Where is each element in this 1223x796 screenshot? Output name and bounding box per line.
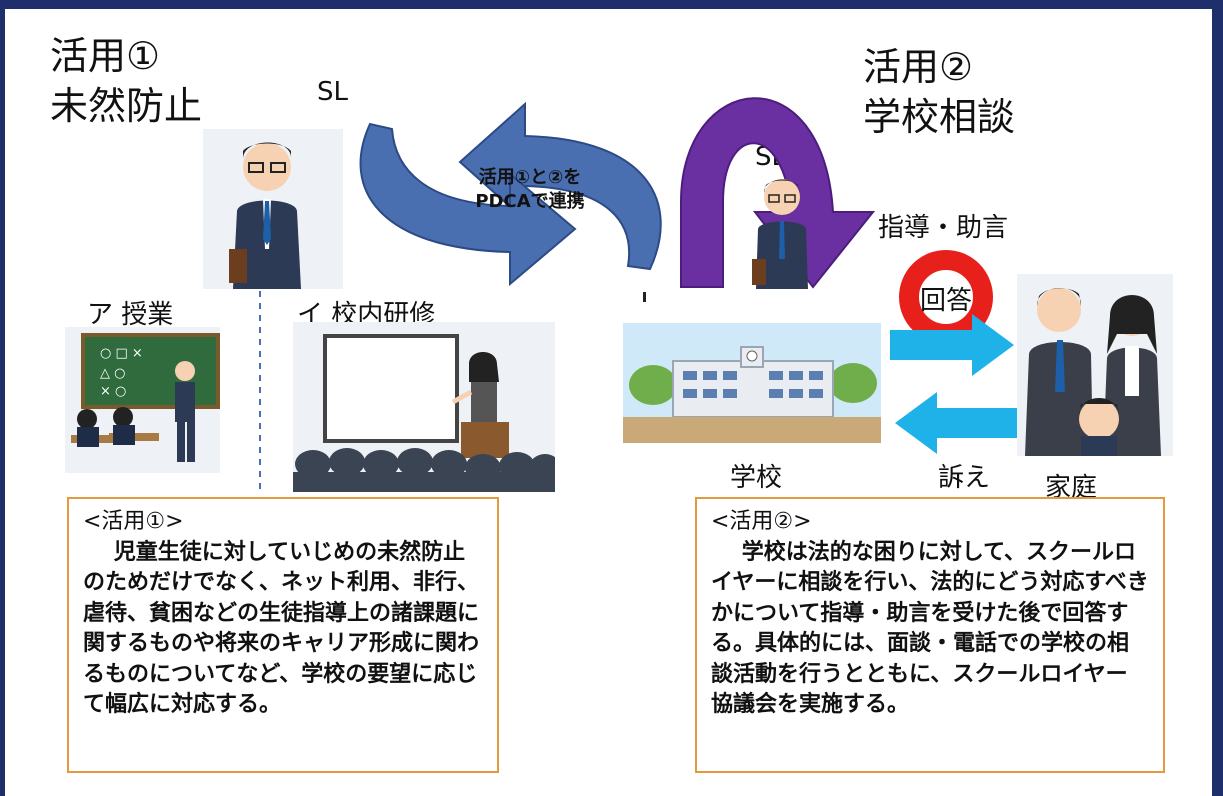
heading-left: 活用① 未然防止 bbox=[50, 31, 202, 131]
text-box-usage-2-title: <活用②> bbox=[711, 509, 812, 534]
text-box-usage-1-body: 児童生徒に対していじめの未然防止のためだけでなく、ネット利用、非行、虐待、貧困な… bbox=[83, 539, 480, 718]
label-answer: 回答 bbox=[919, 286, 972, 316]
pdca-cycle-arrows bbox=[359, 101, 662, 287]
classroom-illustration: ○ □ × △ ○ × ○ bbox=[65, 327, 220, 473]
lawyer-figure-left bbox=[203, 129, 343, 289]
label-school: 学校 bbox=[730, 463, 783, 493]
cycle-arrow-bottom bbox=[359, 122, 577, 287]
cycle-caption-line1: 活用①と②を bbox=[478, 167, 582, 188]
sl-label-left: SL bbox=[317, 77, 348, 107]
training-illustration bbox=[293, 322, 555, 492]
heading-right-line1: 活用② bbox=[863, 45, 974, 89]
heading-right-line2: 学校相談 bbox=[863, 95, 1016, 139]
heading-right: 活用② 学校相談 bbox=[863, 42, 1015, 142]
dashed-divider bbox=[259, 291, 261, 491]
cycle-caption: 活用①と②を PDCAで連携 bbox=[460, 166, 600, 214]
cycle-arrow-top bbox=[458, 101, 662, 271]
arrow-to-family bbox=[890, 314, 1014, 376]
svg-text:○ □ ×: ○ □ × bbox=[100, 346, 143, 361]
text-box-usage-1: <活用①> 児童生徒に対していじめの未然防止のためだけでなく、ネット利用、非行、… bbox=[67, 497, 499, 773]
svg-text:△ ○: △ ○ bbox=[100, 366, 125, 381]
tick-mark bbox=[643, 292, 646, 302]
cycle-caption-line2: PDCAで連携 bbox=[475, 191, 585, 212]
label-guidance: 指導・助言 bbox=[878, 213, 1009, 243]
lawyer-figure-center bbox=[752, 179, 808, 289]
text-box-usage-2-body: 学校は法的な困りに対して、スクールロイヤーに相談を行い、法的にどう対応すべきかに… bbox=[711, 539, 1149, 718]
svg-text:× ○: × ○ bbox=[100, 384, 126, 399]
text-box-usage-2: <活用②> 学校は法的な困りに対して、スクールロイヤーに相談を行い、法的にどう対… bbox=[695, 497, 1165, 773]
label-appeal: 訴え bbox=[938, 463, 991, 493]
text-box-usage-1-title: <活用①> bbox=[83, 509, 184, 534]
arrow-to-school bbox=[895, 392, 1019, 454]
school-building bbox=[623, 323, 881, 443]
heading-left-line2: 未然防止 bbox=[50, 84, 203, 128]
label-lesson: ア 授業 bbox=[87, 300, 174, 330]
heading-left-line1: 活用① bbox=[50, 34, 161, 78]
consult-arch-arrow bbox=[680, 97, 876, 289]
family-illustration bbox=[1017, 274, 1173, 456]
